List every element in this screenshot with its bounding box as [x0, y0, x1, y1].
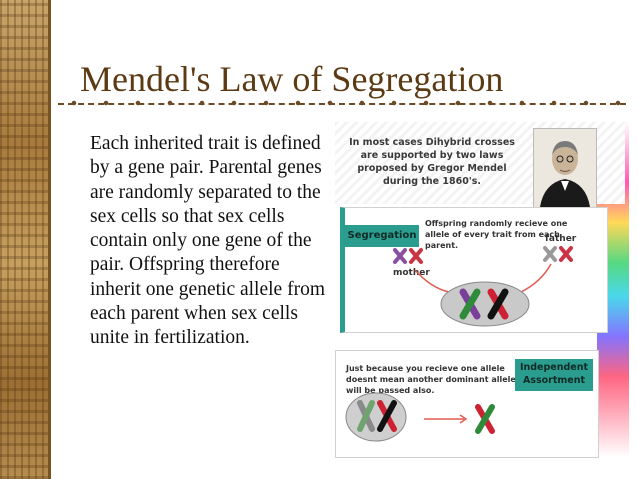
independent-assortment-panel: Just because you recieve one allele does…	[335, 350, 599, 458]
segregation-chromosome-diagram	[393, 246, 573, 327]
offspring-chromosomes-icon	[459, 288, 509, 320]
father-label: father	[545, 234, 577, 244]
segregation-label: Segregation	[345, 225, 419, 247]
wood-texture-sidebar	[0, 0, 48, 479]
father-arrow	[520, 263, 552, 293]
father-chromosomes-icon	[543, 246, 573, 262]
sidebar-edge	[48, 0, 51, 479]
parent-cell	[345, 392, 407, 442]
independent-text: Just because you recieve one allele does…	[346, 364, 516, 395]
mendel-portrait-image	[533, 128, 597, 208]
intro-panel: In most cases Dihybrid crosses are suppo…	[335, 122, 625, 208]
independent-label: Independent Assortment	[515, 359, 593, 391]
slide-title: Mendel's Law of Segregation	[80, 59, 504, 99]
segregation-panel: Segregation Offspring randomly recieve o…	[340, 207, 608, 333]
segregation-text: Offspring randomly recieve one allele of…	[425, 219, 568, 250]
mother-chromosomes-icon	[393, 248, 423, 264]
title-divider	[58, 103, 626, 105]
independent-chromosome-diagram	[345, 392, 495, 442]
result-chromosome-icon	[475, 404, 495, 434]
mendel-infographic: In most cases Dihybrid crosses are suppo…	[335, 122, 631, 458]
mother-arrow	[414, 269, 450, 293]
intro-text: In most cases Dihybrid crosses are suppo…	[349, 137, 515, 187]
parent-chromosomes-icon	[357, 400, 397, 432]
offspring-cell	[440, 281, 530, 327]
mother-label: mother	[393, 268, 430, 278]
slide-body-text: Each inherited trait is defined by a gen…	[90, 133, 325, 349]
